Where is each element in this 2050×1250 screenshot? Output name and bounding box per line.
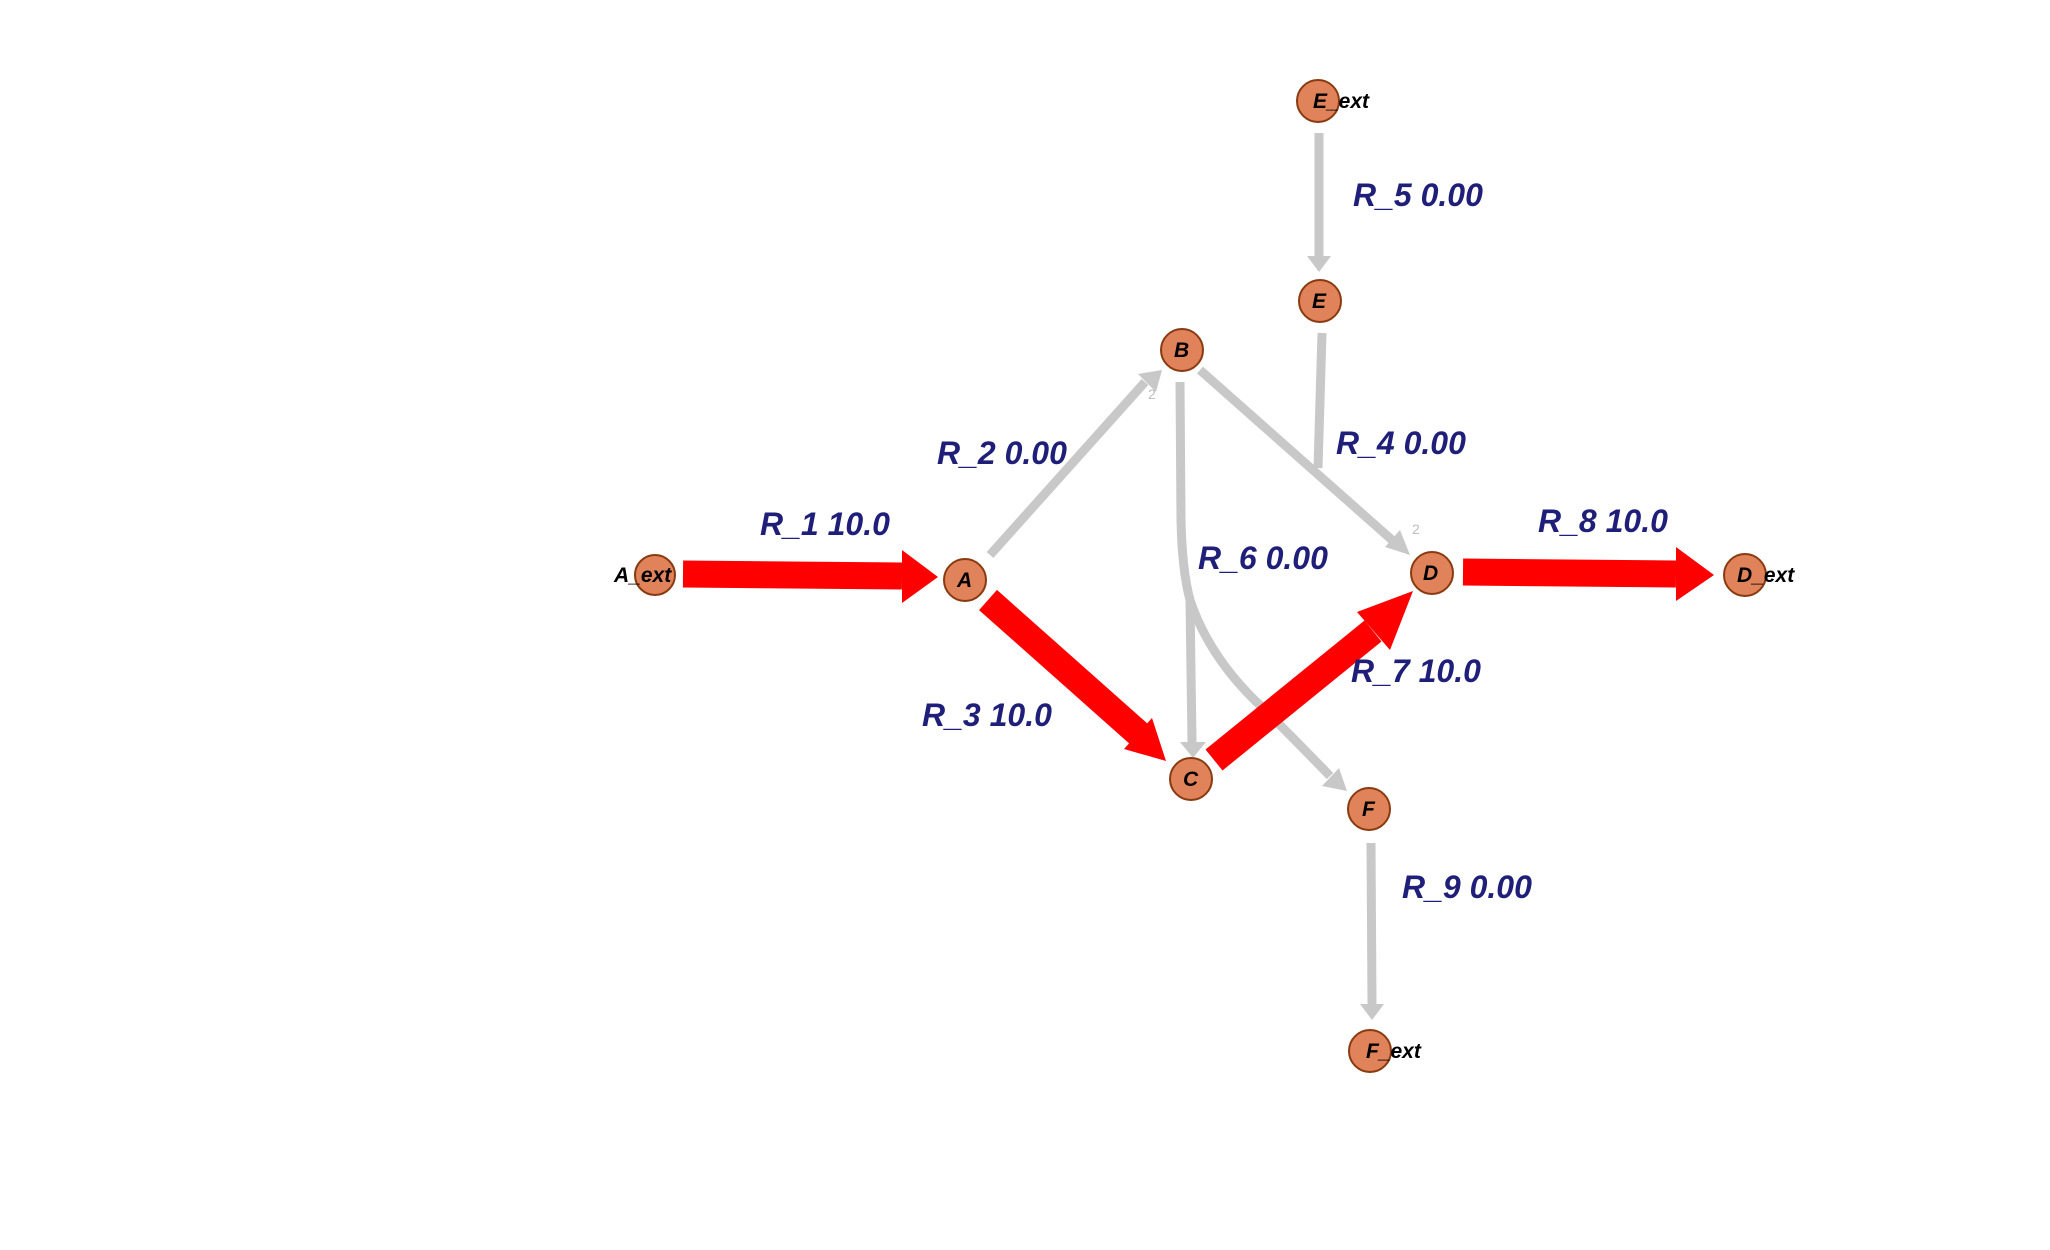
reaction-label-r1: R_1 10.0 <box>760 506 890 542</box>
node-label-e-ext: E_ext <box>1313 90 1370 113</box>
nodes: A_ext A B C D D_ext E_ext E <box>613 79 1795 1073</box>
node-label-b: B <box>1174 339 1189 362</box>
node-c[interactable]: C <box>1169 757 1213 801</box>
node-a-ext[interactable]: A_ext <box>613 554 676 596</box>
edge-r3 <box>979 589 1166 761</box>
edge-r1 <box>682 550 938 603</box>
node-label-c: C <box>1183 768 1199 791</box>
node-e[interactable]: E <box>1298 279 1342 323</box>
node-label-f: F <box>1362 798 1376 821</box>
node-label-e: E <box>1312 290 1327 313</box>
node-e-ext[interactable]: E_ext <box>1296 79 1370 123</box>
node-d-ext[interactable]: D_ext <box>1723 553 1795 597</box>
reaction-label-r9: R_9 0.00 <box>1402 869 1532 905</box>
node-b[interactable]: B <box>1160 328 1204 372</box>
reaction-label-r5: R_5 0.00 <box>1353 177 1483 213</box>
node-label-a: A <box>956 569 972 592</box>
edge-r4: 2 <box>1197 332 1420 555</box>
node-d[interactable]: D <box>1410 551 1454 595</box>
node-label-a-ext: A_ext <box>613 564 672 587</box>
node-label-f-ext: F_ext <box>1366 1040 1422 1063</box>
node-f[interactable]: F <box>1347 787 1391 831</box>
node-f-ext[interactable]: F_ext <box>1348 1029 1422 1073</box>
edge-r5 <box>1307 133 1331 272</box>
reaction-label-r4: R_4 0.00 <box>1336 425 1466 461</box>
reaction-label-r7: R_7 10.0 <box>1351 653 1481 689</box>
node-label-d-ext: D_ext <box>1737 564 1795 587</box>
reaction-labels: R_1 10.0 R_2 0.00 R_3 10.0 R_4 0.00 R_5 … <box>760 177 1668 905</box>
edges: 2 2 <box>682 133 1714 1020</box>
reaction-label-r3: R_3 10.0 <box>922 697 1052 733</box>
edge-r2: 2 <box>986 370 1162 559</box>
edge-r7 <box>1205 591 1413 771</box>
node-label-d: D <box>1423 562 1438 585</box>
edge-r9 <box>1360 842 1384 1020</box>
r4-stoichiometry: 2 <box>1412 521 1420 537</box>
r2-stoichiometry: 2 <box>1148 386 1156 402</box>
node-a[interactable]: A <box>943 558 987 602</box>
reaction-label-r8: R_8 10.0 <box>1538 503 1668 539</box>
reaction-label-r6: R_6 0.00 <box>1198 540 1328 576</box>
edge-r8 <box>1462 547 1714 601</box>
reaction-label-r2: R_2 0.00 <box>937 435 1067 471</box>
